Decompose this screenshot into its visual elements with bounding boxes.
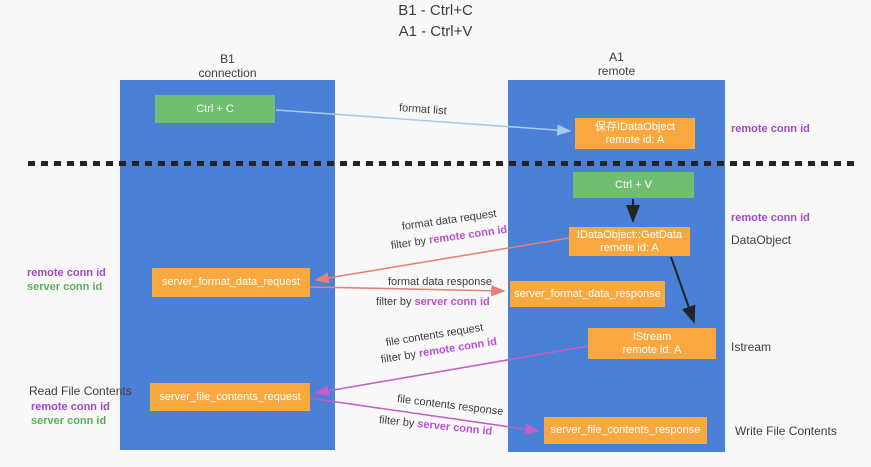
node-server-file-contents-response: server_file_contents_response	[544, 417, 707, 444]
node-ctrl-c: Ctrl + C	[155, 95, 275, 123]
filter-by-text: filter by	[376, 296, 412, 308]
node-istream: IStream remote id: A	[588, 328, 716, 359]
node-ctrl-v-label: Ctrl + V	[615, 178, 652, 191]
lane-header-b1: B1 connection	[120, 52, 335, 80]
diagram-title-line1: B1 - Ctrl+C	[398, 2, 473, 19]
label-filter-by-server-conn-id-1: filter by server conn id	[376, 296, 490, 309]
annotation-istream: Istream	[731, 340, 772, 354]
node-server-format-data-response-label: server_format_data_response	[514, 287, 661, 300]
node-server-file-contents-response-label: server_file_contents_response	[550, 424, 701, 436]
node-save-idataobject-line1: 保存IDataObject	[594, 120, 676, 133]
node-server-format-data-request-label: server_format_data_request	[161, 276, 301, 288]
arrow-format-list	[275, 109, 572, 136]
annotation-server-conn-id-mid-left: server conn id	[27, 281, 103, 293]
annotation-remote-conn-id-mid-left: remote conn id	[27, 267, 106, 279]
arrow-getdata-to-istream	[670, 256, 696, 324]
annotation-dataobject: DataObject	[731, 233, 792, 247]
annotation-write-file-contents: Write File Contents	[735, 424, 837, 438]
lane-a1-role: remote	[597, 64, 636, 78]
node-server-format-data-response: server_format_data_response	[510, 281, 665, 307]
arrow-file-contents-response	[308, 397, 540, 435]
annotation-remote-conn-id-mid-right: remote conn id	[731, 212, 810, 224]
node-server-file-contents-request-label: server_file_contents_request	[159, 390, 301, 403]
diagram-title-line2: A1 - Ctrl+V	[398, 23, 473, 40]
lane-a1-name: A1	[609, 50, 624, 64]
node-idataobject-getdata: IDataObject::GetData remote id: A	[569, 227, 690, 256]
arrow-format-data-response	[309, 285, 506, 297]
lane-b1-name: B1	[220, 52, 235, 66]
lane-b1-role: connection	[198, 66, 257, 80]
diagram-title: B1 - Ctrl+C A1 - Ctrl+V	[0, 0, 871, 42]
annotation-remote-conn-id-top-right: remote conn id	[731, 123, 810, 135]
lane-header-a1: A1 remote	[508, 50, 725, 78]
node-save-idataobject: 保存IDataObject remote id: A	[575, 118, 695, 149]
node-ctrl-c-label: Ctrl + C	[196, 102, 234, 115]
annotation-server-conn-id-bottom-left: server conn id	[31, 415, 107, 427]
node-istream-line2: remote id: A	[622, 343, 682, 356]
arrow-format-data-request	[314, 237, 570, 284]
arrow-file-contents-request	[314, 345, 589, 397]
node-server-format-data-request: server_format_data_request	[152, 268, 310, 297]
annotation-read-file-contents: Read File Contents	[29, 384, 132, 398]
node-idataobject-getdata-line2: remote id: A	[600, 241, 659, 254]
node-idataobject-getdata-line1: IDataObject::GetData	[576, 228, 683, 241]
node-server-file-contents-request: server_file_contents_request	[150, 383, 310, 411]
node-ctrl-v: Ctrl + V	[573, 172, 694, 198]
node-save-idataobject-line2: remote id: A	[605, 133, 665, 146]
annotation-remote-conn-id-bottom-left: remote conn id	[31, 401, 110, 413]
server-conn-id-text: server conn id	[414, 296, 490, 308]
separator-dashed-line	[28, 161, 857, 166]
label-format-data-response: format data response	[388, 276, 492, 288]
node-istream-line1: IStream	[632, 330, 672, 343]
filter-by-text: filter by	[378, 414, 415, 430]
